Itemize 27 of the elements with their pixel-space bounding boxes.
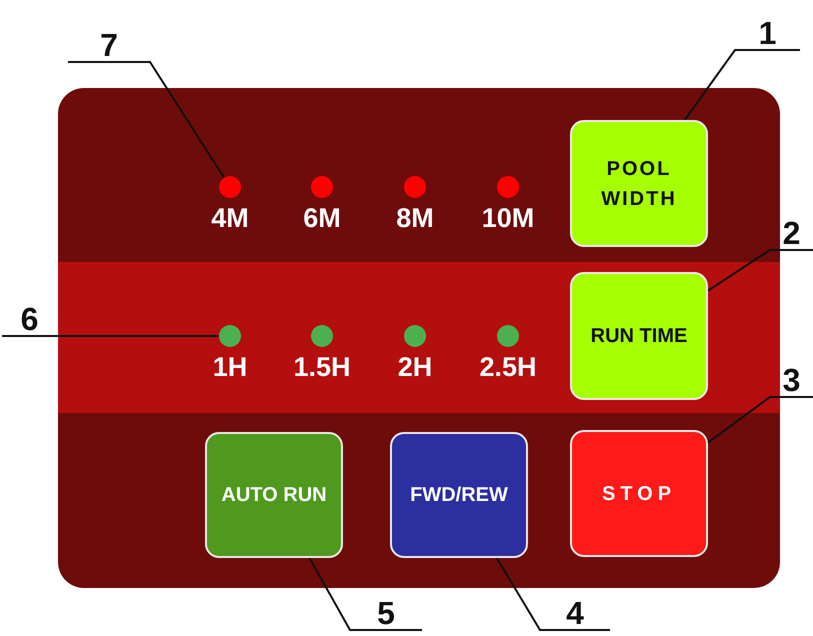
panel-button: POOL WIDTH xyxy=(570,120,708,247)
panel-button: RUN TIME xyxy=(570,272,708,400)
callout-number: 6 xyxy=(2,304,57,336)
panel-button: AUTO RUN xyxy=(205,432,343,558)
panel-button: STOP xyxy=(570,430,708,557)
indicator-label: 1.5H xyxy=(292,352,352,383)
indicator-label: 10M xyxy=(480,203,536,234)
leader-line xyxy=(2,335,219,337)
indicator-label: 6M xyxy=(302,203,342,234)
leader-line xyxy=(707,249,813,292)
panel-button: FWD/REW xyxy=(390,432,528,558)
callout-number: 5 xyxy=(350,598,422,630)
indicator-label: 4M xyxy=(210,203,250,234)
leader-line xyxy=(496,557,610,631)
callout-number: 1 xyxy=(735,18,800,50)
indicator-label: 2H xyxy=(396,352,434,383)
leader-line xyxy=(684,49,800,121)
indicator-label: 1H xyxy=(212,352,248,383)
indicator-label: 8M xyxy=(395,203,435,234)
leader-line xyxy=(308,558,422,631)
callout-number: 3 xyxy=(770,365,813,397)
leader-line xyxy=(707,396,813,444)
leader-line xyxy=(68,61,225,178)
callout-number: 2 xyxy=(770,218,813,250)
callout-number: 4 xyxy=(540,598,610,630)
indicator-label: 2.5H xyxy=(478,352,538,383)
callout-number: 7 xyxy=(68,30,150,62)
